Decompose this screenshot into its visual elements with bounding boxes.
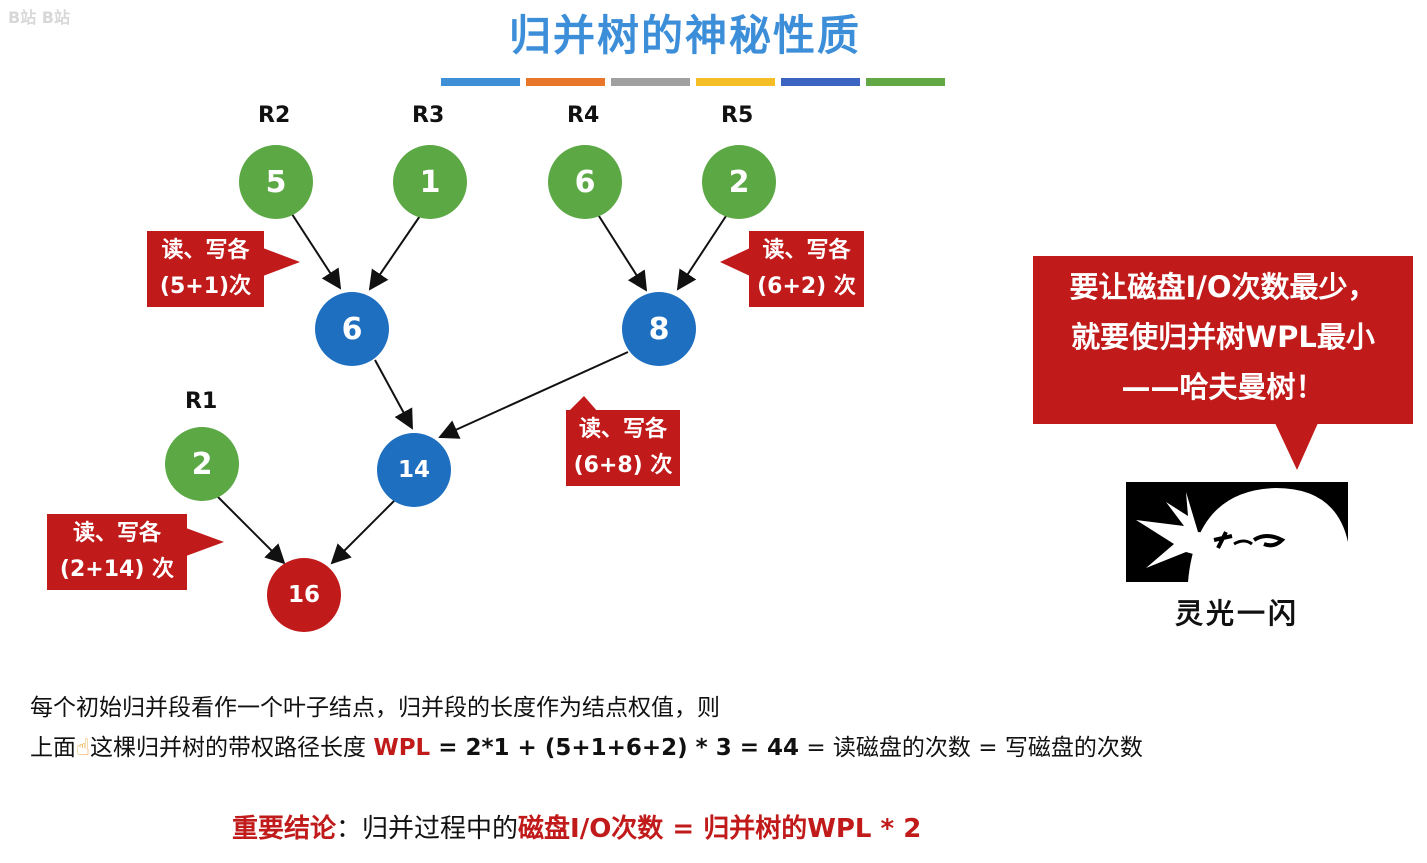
insight-line-3: ——哈夫曼树！: [1121, 370, 1325, 404]
leaf-node-r3: 1: [393, 145, 467, 219]
stripe-5: [781, 78, 860, 86]
internal-node-8: 8: [622, 292, 696, 366]
edge-r1-16: [214, 493, 286, 565]
callout-pointer-c1: [263, 248, 300, 276]
stripe-3: [611, 78, 690, 86]
stripe-1: [441, 78, 520, 86]
callout-line: 读、写各: [762, 238, 851, 263]
callout-pointer-c2: [720, 248, 750, 276]
root-node-16: 16: [267, 558, 341, 632]
callout-merge-2-14: 读、写各 (2+14) 次: [47, 514, 187, 590]
explanation-text: 上面: [30, 735, 76, 761]
meme-image: [1126, 482, 1348, 582]
callout-merge-5-1: 读、写各 (5+1)次: [147, 231, 264, 307]
conclusion-text: ：归并过程中的: [336, 814, 519, 844]
meme-caption: 灵光一闪: [1174, 597, 1299, 630]
run-label-r1: R1: [185, 389, 218, 414]
run-label-r3: R3: [412, 103, 445, 128]
explanation-line-1: 每个初始归并段看作一个叶子结点，归并段的长度作为结点权值，则: [30, 695, 720, 721]
callout-line: 读、写各: [161, 238, 250, 263]
stripe-4: [696, 78, 775, 86]
callout-pointer-c4: [186, 528, 224, 556]
callout-merge-6-2: 读、写各 (6+2) 次: [749, 231, 864, 307]
edge-6-14: [374, 359, 413, 430]
pointing-hand-icon: ☝: [76, 735, 91, 761]
explanation-text: 这棵归并树的带权路径长度: [90, 735, 367, 761]
leaf-node-r2: 5: [239, 145, 313, 219]
edge-r4-8: [596, 212, 648, 292]
wpl-term: WPL: [373, 735, 431, 761]
insight-line-1: 要让磁盘I/O次数最少，: [1069, 270, 1377, 304]
run-label-r2: R2: [258, 103, 291, 128]
leaf-node-r5: 2: [702, 145, 776, 219]
callout-line: (6+2) 次: [757, 274, 856, 299]
internal-node-14: 14: [377, 433, 451, 507]
callout-pointer-c3: [568, 396, 598, 412]
stripe-2: [526, 78, 605, 86]
callout-merge-6-8: 读、写各 (6+8) 次: [566, 410, 680, 486]
page-title: 归并树的神秘性质: [508, 11, 861, 60]
watermark: B站 B站: [8, 8, 70, 27]
run-label-r4: R4: [567, 103, 600, 128]
edge-8-14: [438, 351, 629, 439]
big-callout-pointer: [1275, 423, 1318, 470]
callout-line: (2+14) 次: [59, 557, 175, 582]
run-label-r5: R5: [721, 103, 754, 128]
callout-line: 读、写各: [72, 521, 161, 546]
meme-illustration-icon: [1126, 482, 1348, 582]
wpl-equivalence: = 读磁盘的次数 = 写磁盘的次数: [799, 735, 1143, 761]
leaf-node-r4: 6: [548, 145, 622, 219]
key-conclusion: 重要结论：归并过程中的磁盘I/O次数 = 归并树的WPL * 2: [232, 808, 921, 845]
edge-r2-6: [289, 210, 342, 290]
leaf-node-r1: 2: [165, 427, 239, 501]
stripe-6: [866, 78, 945, 86]
conclusion-label: 重要结论: [232, 814, 337, 844]
edge-r5-8: [676, 212, 729, 291]
huffman-insight-callout: 要让磁盘I/O次数最少， 就要使归并树WPL最小 ——哈夫曼树！: [1033, 256, 1413, 424]
title-underline-stripes: [441, 78, 945, 86]
callout-line: (6+8) 次: [573, 453, 673, 478]
callout-line: 读、写各: [578, 417, 667, 442]
edge-r3-6: [368, 212, 423, 291]
internal-node-6: 6: [315, 292, 389, 366]
conclusion-formula: 磁盘I/O次数 = 归并树的WPL * 2: [518, 814, 922, 844]
wpl-formula: = 2*1 + (5+1+6+2) * 3 = 44: [430, 735, 800, 761]
callout-line: (5+1)次: [159, 274, 252, 299]
insight-line-2: 就要使归并树WPL最小: [1071, 320, 1375, 354]
edge-14-16: [330, 499, 396, 565]
explanation-line-2: 上面☝这棵归并树的带权路径长度 WPL = 2*1 + (5+1+6+2) * …: [30, 728, 1143, 762]
